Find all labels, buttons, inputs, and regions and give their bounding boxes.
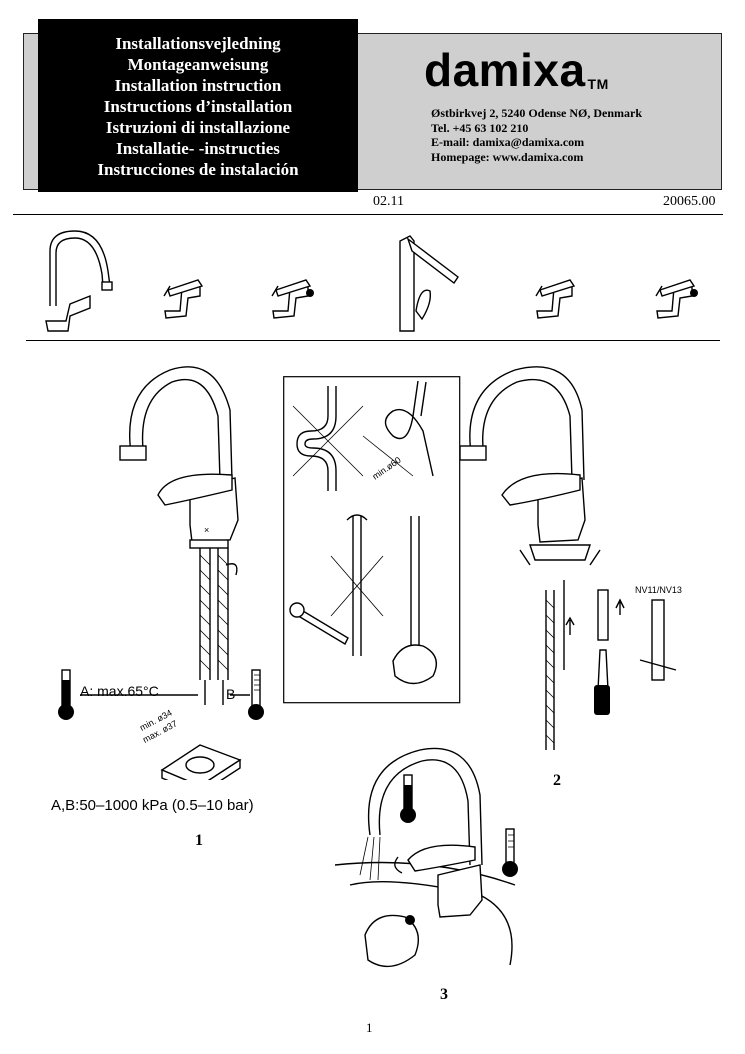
variant-basin-2 <box>535 279 576 319</box>
step1-number: 1 <box>195 832 203 849</box>
step3-illustration <box>334 747 518 968</box>
variant-basin <box>163 279 204 319</box>
step1-illustration: × <box>58 366 264 780</box>
nut-key-icon <box>639 599 677 681</box>
contact-email: E-mail: damixa@damixa.com <box>431 135 585 149</box>
variant-high-spout <box>45 230 113 332</box>
title-fr: Instructions d’installation <box>103 97 293 116</box>
title-en: Installation instruction <box>114 76 282 95</box>
thermometer-cold-3-icon <box>502 828 518 877</box>
contact-address: Østbirkvej 2, 5240 Odense NØ, Denmark <box>431 106 642 120</box>
title-da: Installationsvejledning <box>115 34 281 53</box>
contact-block: Østbirkvej 2, 5240 Odense NØ, Denmark Te… <box>431 106 642 164</box>
contact-homepage: Homepage: www.damixa.com <box>431 149 584 164</box>
title-block: Installationsvejledning Montageanweisung… <box>38 19 358 192</box>
step2-number: 2 <box>553 772 561 789</box>
section-rule <box>26 340 720 341</box>
brand-name: damixa <box>424 44 586 96</box>
wrench-icon <box>289 602 349 645</box>
pressure-spec: A,B:50–1000 kPa (0.5–10 bar) <box>51 797 254 814</box>
variant-bidet-2 <box>655 279 698 319</box>
page-number: 1 <box>366 1020 373 1035</box>
thermometer-hot-icon <box>58 669 74 720</box>
hose-handling-panel: min.ø60 <box>283 376 461 704</box>
product-variants <box>45 230 698 332</box>
step2-illustration <box>460 366 677 750</box>
thermometer-cold-icon <box>248 669 264 720</box>
hose-bend-wrong <box>292 386 364 491</box>
doc-number: 20065.00 <box>663 194 716 209</box>
thermometer-hot-3-icon <box>400 774 416 823</box>
title-de: Montageanweisung <box>127 55 269 74</box>
doc-version: 02.11 <box>373 194 404 209</box>
title-it: Istruzioni di installazione <box>105 118 291 137</box>
step3-number: 3 <box>440 986 448 1003</box>
title-nl: Installatie- -instructies <box>116 139 280 158</box>
title-es: Instrucciones de instalación <box>97 160 299 179</box>
contact-phone: Tel. +45 63 102 210 <box>431 120 529 135</box>
trademark: TM <box>587 76 609 92</box>
variant-bidet <box>271 279 314 319</box>
hose-bend-correct <box>362 380 434 477</box>
tool-size-label: NV11/NV13 <box>635 585 682 595</box>
temp-label-a: A: max.65°C <box>80 683 159 699</box>
svg-text:×: × <box>204 525 209 535</box>
header-rule <box>13 214 723 215</box>
variant-tall-lever <box>399 235 459 332</box>
label-b: B <box>226 686 236 702</box>
mounting-washer <box>160 744 242 780</box>
